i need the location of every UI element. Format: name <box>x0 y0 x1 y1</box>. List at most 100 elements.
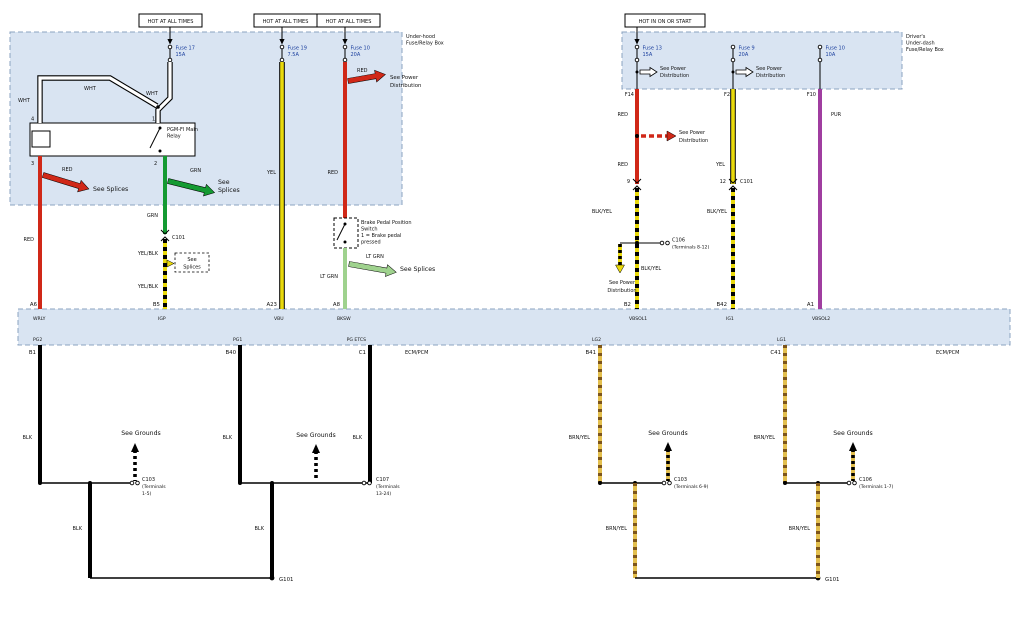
banner-label: HOT AT ALL TIMES <box>326 19 372 25</box>
junction-dot <box>731 70 735 74</box>
connector-c106-mid-terms: (Terminals 8-12) <box>672 245 709 251</box>
ground-circuit-pg2: BLK C103 (Terminals 1-5) See Grounds BLK… <box>23 345 293 583</box>
ecm-labels: WRLY IGP VBU BKSW VBSOL1 IG1 VBSOL2 PG2 … <box>29 316 960 356</box>
wire-wht-loop <box>38 76 158 123</box>
see-power-note: Distribution <box>756 73 785 79</box>
circuit-ig1: YEL 12 C101 BLK/YEL B42 <box>707 89 753 309</box>
brake-pedal-position-switch <box>333 217 359 249</box>
fuse-terminal <box>634 57 640 63</box>
down-arrowhead-icon <box>634 39 640 45</box>
circuit-relay-control: RED See Splices RED A6 <box>24 156 128 309</box>
ecm-signal-lg1: LG1 <box>777 337 786 343</box>
ecm-pcm-box <box>17 308 1011 346</box>
fat-arrow-icon <box>167 178 216 197</box>
fuse-terminal <box>817 44 823 50</box>
wire-label-wht: WHT <box>146 91 159 97</box>
banner-label: HOT IN ON OR START <box>639 19 693 25</box>
see-power-note: Distribution <box>607 288 636 294</box>
wht-wires: WHT WHT WHT <box>18 62 173 123</box>
see-splices-note: See <box>187 257 196 263</box>
wire-label-brnyel: BRN/YEL <box>606 526 628 532</box>
see-splices-note: See Splices <box>400 266 435 273</box>
underdash-internals: See Power Distribution See Power Distrib… <box>625 62 821 98</box>
splice-arrow-icon <box>166 259 175 268</box>
see-power-note: See Power <box>390 75 419 81</box>
ecm-signal-wrly: WRLY <box>33 316 46 322</box>
wire-label-ltgrn: LT GRN <box>320 274 338 280</box>
wire-label-brnyel: BRN/YEL <box>569 435 591 441</box>
connector-c107-terms: (Terminals <box>376 484 400 490</box>
ecm-signal-bksw: BKSW <box>337 316 351 322</box>
down-arrowhead-icon <box>279 39 285 45</box>
ground-label-g101: G101 <box>279 577 293 583</box>
banner-label: HOT AT ALL TIMES <box>148 19 194 25</box>
fuse-terminal <box>342 44 348 50</box>
connector-c107-terms: 13-24) <box>376 491 391 497</box>
see-splices-box <box>174 252 210 273</box>
ecm-pin-b42: B42 <box>716 302 727 308</box>
relay-pin-3: 3 <box>31 161 34 167</box>
fuse-terminal <box>342 57 348 63</box>
ecm-signal-pg1: PG1 <box>233 337 242 343</box>
connector-chevron-icon <box>160 229 170 235</box>
wire-label-brnyel: BRN/YEL <box>754 435 776 441</box>
connector-circle-icon <box>661 480 667 486</box>
wire-label-yelblk: YEL/BLK <box>137 284 159 290</box>
ecm-pin-b41: B41 <box>585 350 596 356</box>
down-arrowhead-icon <box>342 39 348 45</box>
wire-label-brnyel: BRN/YEL <box>789 526 811 532</box>
wire-label-blk: BLK <box>353 435 363 441</box>
see-grounds-note: See Grounds <box>121 430 161 437</box>
see-power-note: Distribution <box>679 138 708 144</box>
connector-pin-12: 12 <box>720 179 726 185</box>
connector-circle-icon <box>367 480 372 486</box>
connector-pin-9: 9 <box>627 179 630 185</box>
see-splices-note: See <box>218 179 230 186</box>
fuse-terminal <box>167 57 173 63</box>
wire-label-red: RED <box>618 112 629 118</box>
wire-label-yelblk: YEL/BLK <box>137 251 159 257</box>
see-power-note: Distribution <box>390 83 421 89</box>
relay-pin-1: 1 <box>152 117 155 123</box>
wire-label-red: RED <box>618 162 629 168</box>
ground-circuit-lg2: BRN/YEL C103 (Terminals 6-9) See Grounds… <box>569 345 839 583</box>
fat-arrow-icon <box>41 172 90 193</box>
ecm-signal-vbu: VBU <box>274 316 284 322</box>
connector-c103-right: C103 <box>674 477 687 483</box>
down-arrowhead-icon <box>167 39 173 45</box>
connector-c103-left: C103 <box>142 477 155 483</box>
see-grounds-note: See Grounds <box>648 430 688 437</box>
wire-label-blk: BLK <box>255 526 265 532</box>
connector-circle-icon <box>361 480 367 486</box>
junction-dot <box>238 481 242 485</box>
connector-c101-left: C101 <box>172 235 185 241</box>
connector-chevron-icon <box>160 236 170 242</box>
fuse-terminal <box>634 44 640 50</box>
see-power-arrow-open-2 <box>735 66 754 78</box>
see-grounds-note: See Grounds <box>296 432 336 439</box>
ecm-pin-c41: C41 <box>770 350 781 356</box>
circuit-vbsol1: RED See Power Distribution RED 9 BLK/YEL… <box>592 89 709 309</box>
fusebox-pin-f10: F10 <box>807 92 816 98</box>
fuse-terminal <box>730 44 736 50</box>
junction-dot <box>783 481 787 485</box>
connector-c106-right-terms: (Terminals 1-7) <box>859 484 894 490</box>
ground-circuit-pg1: BLK BLK C107 (Terminals 13-24) See Groun… <box>223 345 400 578</box>
wire-label-grn: GRN <box>147 213 158 219</box>
ecm-signal-lg2: LG2 <box>592 337 601 343</box>
ecm-pin-b1: B1 <box>29 350 36 356</box>
ecm-pin-a1: A1 <box>807 302 814 308</box>
connector-circle-icon <box>846 480 852 486</box>
up-arrowhead-icon <box>131 443 139 452</box>
